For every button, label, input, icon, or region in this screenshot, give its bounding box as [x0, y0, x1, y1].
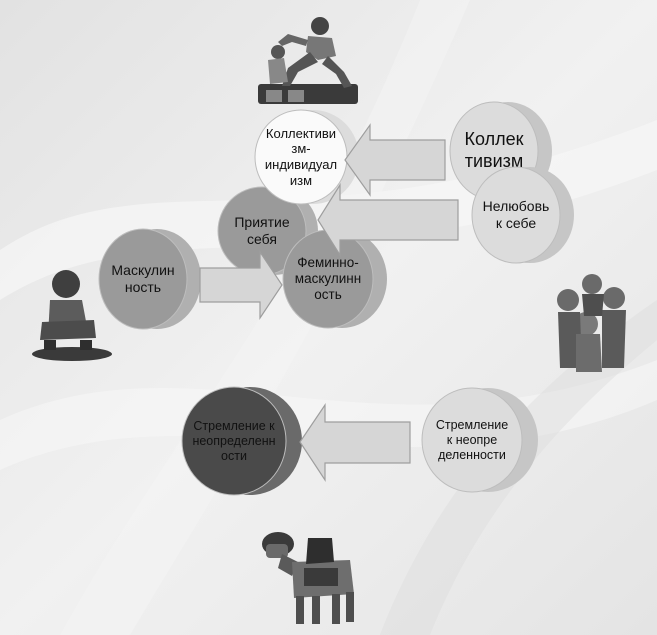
node-masculinity: Маскулин ность [95, 226, 201, 332]
node-label: Коллективи зм- индивидуал изм [264, 125, 338, 188]
node-label: Нелюбовь к себе [482, 198, 550, 231]
node-collectivism-individualism: Коллективи зм- индивидуал изм [249, 108, 359, 206]
node-uncertainty-seeking-dark: Стремление к неопределенн ости [178, 385, 304, 497]
node-label: Приятие себя [234, 214, 290, 247]
sitting-child-clipart [32, 270, 112, 361]
arrow-masculinity-to-femininity-masculinity [199, 250, 283, 320]
arrow-self-dislike-to-self-acceptance [317, 182, 459, 258]
camel-clipart [262, 532, 354, 624]
group-hug-clipart [557, 274, 626, 372]
arrow-collectivism-to-collectivism-individualism [344, 123, 446, 197]
node-self-dislike: Нелюбовь к себе [470, 165, 578, 265]
node-femininity-masculinity: Феминно- маскулинн ость [280, 228, 388, 330]
node-label: Феминно- маскулинн ость [294, 254, 362, 303]
runners-clipart [258, 17, 358, 104]
node-label: Стремление к неопре деленности [435, 417, 509, 462]
node-label: Стремление к неопределенн ости [192, 418, 276, 463]
node-label: Коллек тивизм [464, 129, 524, 171]
arrow-uncertainty-light-to-dark [299, 403, 411, 483]
node-label: Маскулин ность [111, 262, 175, 295]
node-uncertainty-seeking-light: Стремление к неопре деленности [418, 386, 542, 494]
